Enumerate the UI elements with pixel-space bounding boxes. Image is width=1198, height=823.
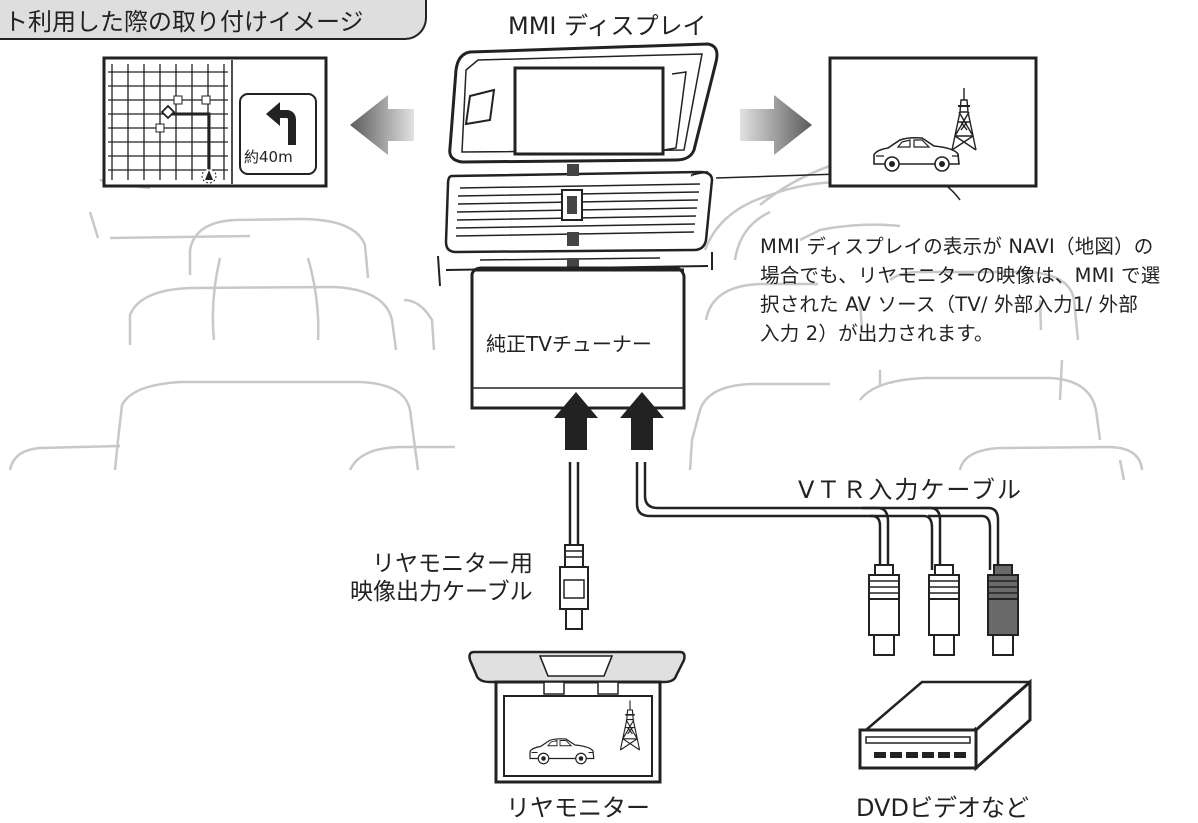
tuner-label: 純正TVチューナー <box>486 332 652 356</box>
arrow-to-nav <box>350 95 414 155</box>
vtr-cable-label: VＴＲ入力ケーブル <box>798 476 1023 504</box>
mmi-display-label: MMI ディスプレイ <box>508 12 707 40</box>
title-tab: ト利用した際の取り付けイメージ <box>0 0 427 40</box>
av-screen <box>828 56 1038 188</box>
tv-tuner-box <box>470 266 686 410</box>
up-arrows <box>554 392 664 450</box>
dvd-player-icon <box>858 678 1032 772</box>
mmi-display-unit <box>448 42 719 164</box>
navigation-screen: 約40m <box>102 56 328 188</box>
info-note: MMI ディスプレイの表示が NAVI（地図）の 場合でも、リヤモニターの映像は… <box>760 232 1196 348</box>
arrow-to-tv <box>740 95 812 155</box>
rear-monitor-connector <box>559 544 589 630</box>
note-line-4: 入力 2）が出力されます。 <box>760 322 994 345</box>
dvd-video-label: DVDビデオなど <box>856 794 1029 822</box>
rear-monitor-cable-label-1: リヤモニター用 <box>372 551 533 577</box>
note-line-3: 択された AV ソース（TV/ 外部入力1/ 外部 <box>760 293 1139 316</box>
note-line-1: MMI ディスプレイの表示が NAVI（地図）の <box>760 235 1154 258</box>
cables <box>568 462 1000 570</box>
background-seats <box>8 148 1144 481</box>
rear-monitor-cable-label-2: 映像出力ケーブル <box>350 579 533 605</box>
note-line-2: 場合でも、リヤモニターの映像は、MMI で選 <box>760 264 1161 287</box>
rca-connectors <box>868 564 1019 656</box>
nav-distance-label: 約40m <box>244 148 293 166</box>
connection-line <box>561 164 583 270</box>
rear-monitor <box>468 650 686 784</box>
rear-monitor-label: リヤモニター <box>506 794 650 822</box>
page-title: ト利用した際の取り付けイメージ <box>4 8 364 36</box>
turn-left-arrow-icon <box>266 102 296 145</box>
